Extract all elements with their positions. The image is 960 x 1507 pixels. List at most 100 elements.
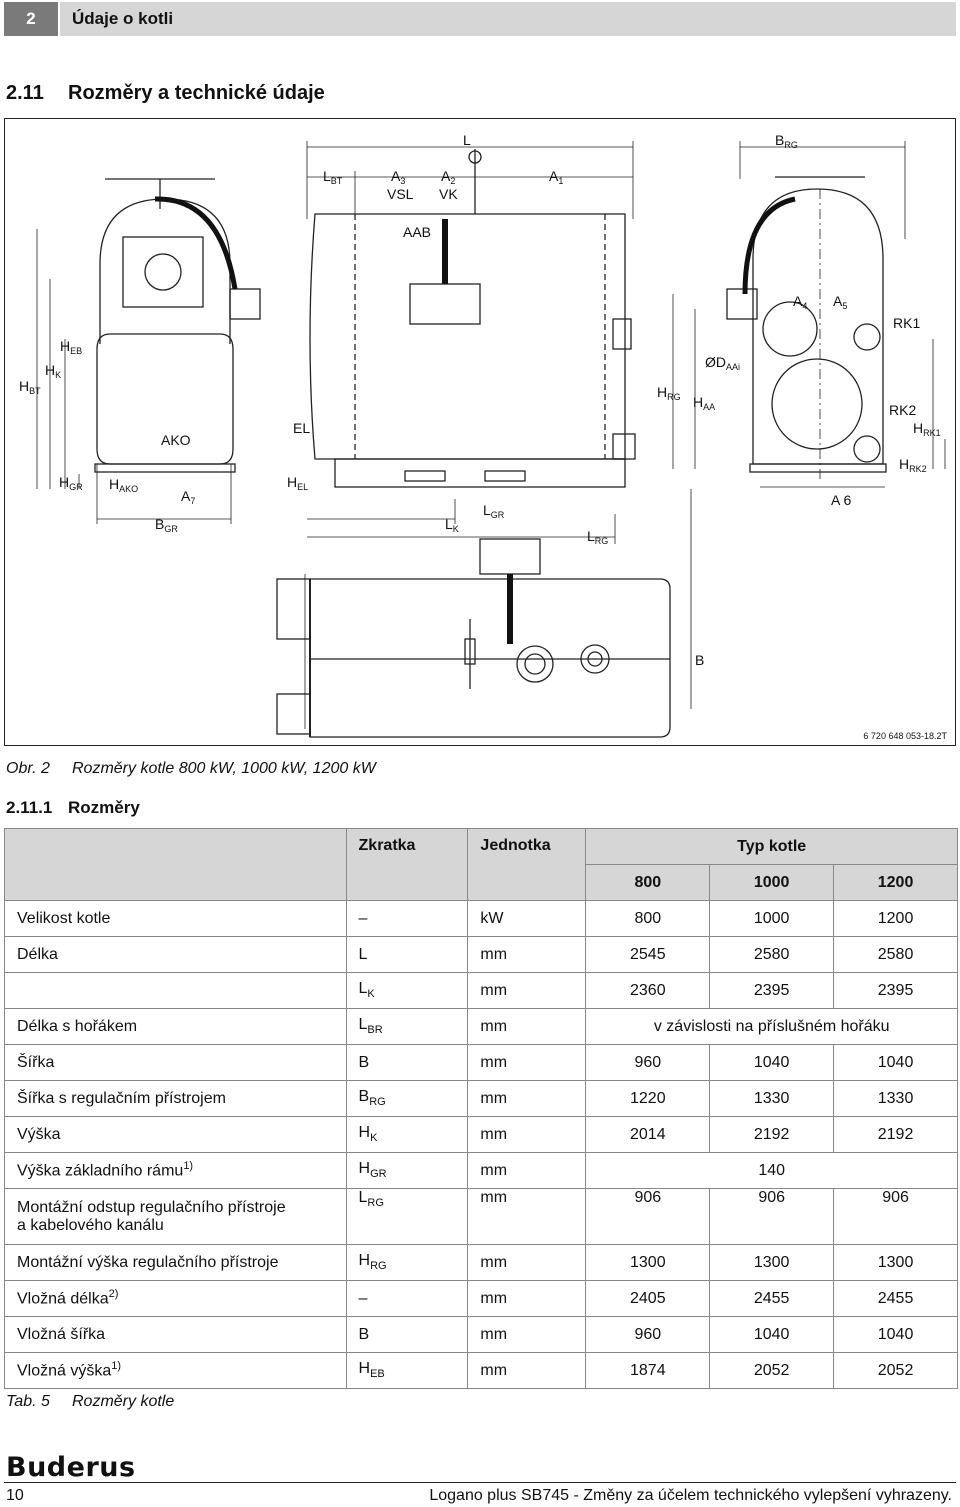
row-name: Vložná délka2)	[4, 1280, 347, 1317]
row-unit: mm	[467, 1188, 587, 1245]
label-L: L	[463, 132, 471, 148]
row-abbreviation: L	[345, 936, 469, 973]
label-HRK1: HRK1	[913, 420, 941, 438]
label-A5: A5	[833, 293, 848, 311]
row-value: 2395	[709, 972, 835, 1009]
dimensions-table: Zkratka Jednotka Typ kotle 800 1000 1200…	[4, 828, 958, 1389]
row-unit: mm	[467, 972, 587, 1009]
table-header-unit: Jednotka	[467, 828, 587, 901]
row-abbreviation: B	[345, 1044, 469, 1081]
row-value: 1300	[709, 1244, 835, 1281]
row-value: 1300	[833, 1244, 958, 1281]
row-name: Délka s hořákem	[4, 1008, 347, 1045]
label-RK1: RK1	[893, 315, 921, 331]
row-value: 1330	[709, 1080, 835, 1117]
row-value: 1200	[833, 900, 958, 937]
row-value: 2455	[709, 1280, 835, 1317]
page-number: 10	[6, 1487, 24, 1504]
row-abbreviation: HGR	[345, 1152, 469, 1189]
row-value: 1874	[585, 1352, 711, 1389]
row-abbreviation: LBR	[345, 1008, 469, 1045]
technical-drawing: L BRG LBT A3 A2 A1 VSL VK AAB A4 A5 RK1 …	[4, 118, 956, 746]
table-header-type-800: 800	[585, 864, 711, 901]
row-name: Výška	[4, 1116, 347, 1153]
row-value: 1040	[833, 1044, 958, 1081]
row-value: 2014	[585, 1116, 711, 1153]
label-HAA: HAA	[693, 394, 716, 412]
chapter-number: 2	[4, 2, 58, 36]
front-view	[94, 178, 261, 473]
row-unit: mm	[467, 1244, 587, 1281]
row-name: Vložná šířka	[4, 1316, 347, 1353]
label-VSL: VSL	[387, 186, 414, 202]
subsection-number: 2.11.1	[6, 798, 53, 817]
row-name: Výška základního rámu1)	[4, 1152, 347, 1189]
row-value: 2360	[585, 972, 711, 1009]
label-LRG: LRG	[587, 528, 609, 546]
label-B: B	[695, 652, 705, 668]
label-A2: A2	[441, 168, 456, 186]
label-AKO: AKO	[161, 432, 191, 448]
row-value: 1040	[833, 1316, 958, 1353]
row-value: 2405	[585, 1280, 711, 1317]
row-value: 2545	[585, 936, 711, 973]
row-name: Šířka s regulačním přístrojem	[4, 1080, 347, 1117]
chapter-header: 2 Údaje o kotli	[4, 2, 956, 36]
footer-document-title: Logano plus SB745 - Změny za účelem tech…	[429, 1487, 952, 1504]
row-value: 2192	[833, 1116, 958, 1153]
row-abbreviation: B	[345, 1316, 469, 1353]
label-HGR: HGR	[59, 474, 83, 492]
row-value: 2455	[833, 1280, 958, 1317]
label-HBT: HBT	[19, 378, 41, 396]
label-A6: A 6	[831, 492, 852, 508]
row-unit: mm	[467, 1008, 587, 1045]
label-VK: VK	[439, 186, 458, 202]
label-BGR: BGR	[155, 516, 178, 534]
row-value: 2395	[833, 972, 958, 1009]
row-unit: mm	[467, 1280, 587, 1317]
row-value: 2580	[709, 936, 835, 973]
row-name: Délka	[4, 936, 347, 973]
row-abbreviation: HEB	[345, 1352, 469, 1389]
row-value: 2052	[833, 1352, 958, 1389]
row-abbreviation: BRG	[345, 1080, 469, 1117]
row-value: 1000	[709, 900, 835, 937]
row-value: 800	[585, 900, 711, 937]
row-abbreviation: LRG	[345, 1188, 469, 1245]
row-value: 2052	[709, 1352, 835, 1389]
table-header-type-1000: 1000	[709, 864, 835, 901]
row-unit: mm	[467, 1044, 587, 1081]
subsection-title: Rozměry	[68, 798, 140, 817]
row-name: Velikost kotle	[4, 900, 347, 937]
row-value: 1220	[585, 1080, 711, 1117]
label-BRG: BRG	[775, 132, 798, 150]
row-value: 2580	[833, 936, 958, 973]
rear-view	[726, 176, 887, 479]
row-value: 906	[833, 1188, 958, 1245]
label-AAB: AAB	[403, 224, 432, 240]
label-RK2: RK2	[889, 402, 917, 418]
row-unit: mm	[467, 1116, 587, 1153]
row-name: Vložná výška1)	[4, 1352, 347, 1389]
chapter-title: Údaje o kotli	[60, 2, 956, 36]
label-LBT: LBT	[323, 168, 343, 186]
side-view	[309, 149, 636, 488]
label-DAAI: ØDAAi	[705, 354, 741, 372]
row-unit: mm	[467, 1080, 587, 1117]
label-HRK2: HRK2	[899, 456, 927, 474]
row-abbreviation: HK	[345, 1116, 469, 1153]
row-value: 1040	[709, 1316, 835, 1353]
section-title: Rozměry a technické údaje	[68, 82, 325, 104]
